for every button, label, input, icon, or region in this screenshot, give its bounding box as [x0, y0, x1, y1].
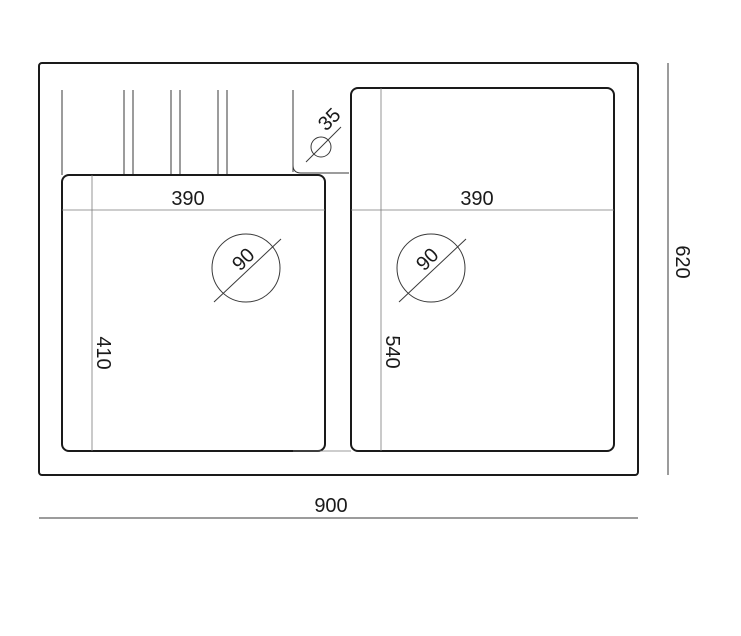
right-bowl-depth-label: 540: [381, 335, 403, 368]
overall-width-label: 900: [314, 495, 347, 517]
overall-height-label: 620: [671, 245, 693, 278]
right-bowl-width-label: 390: [460, 188, 493, 210]
right-drain: [396, 233, 467, 303]
right-bowl: [350, 87, 615, 452]
drainboard-ribs: [61, 90, 294, 175]
left-drain-diameter-label: 90: [228, 244, 259, 275]
left-drain: [211, 233, 282, 303]
left-bowl-depth-label: 410: [92, 336, 114, 369]
tap-hole-platform: [292, 164, 349, 174]
tap-hole: [305, 126, 342, 163]
right-drain-diameter-label: 90: [412, 244, 443, 275]
left-bowl: [61, 174, 326, 452]
left-bowl-width-label: 390: [171, 188, 204, 210]
sink-outline: [38, 62, 639, 476]
tap-hole-diameter-label: 35: [314, 104, 345, 135]
